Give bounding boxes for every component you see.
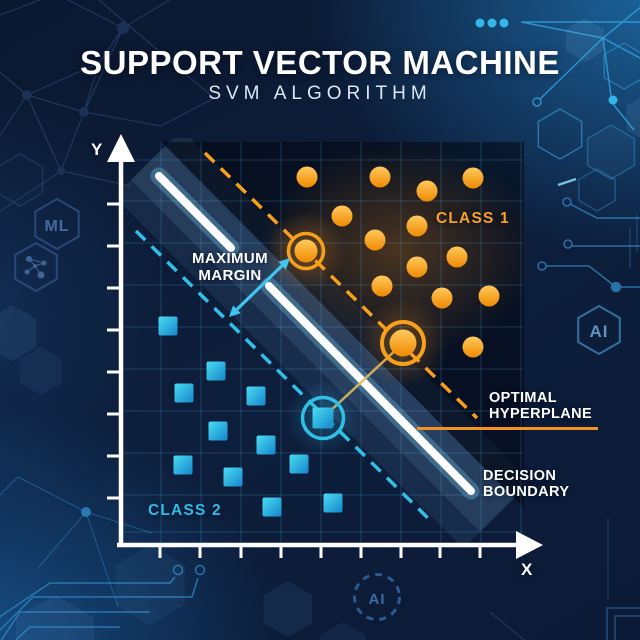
molecule-icon [24,256,47,279]
class2-point [173,455,193,475]
class2-point [256,435,276,455]
class2-point [289,454,309,474]
page-title: SUPPORT VECTOR MACHINE [80,44,560,81]
class2-point [158,316,178,336]
support-vector-class1 [294,239,318,263]
class1-point [364,229,386,251]
optimal-hyperplane-line1: OPTIMAL [489,390,558,406]
class1-point [462,167,484,189]
class2-point [246,386,266,406]
decision-boundary-label: DECISION BOUNDARY [483,468,569,500]
class1-point [462,336,484,358]
circuit-trace-right [537,197,640,293]
support-vector-ring [380,320,426,366]
margin-arrow-line [235,264,284,311]
class1-point [296,166,318,188]
maximum-margin-line1: MAXIMUM [191,250,269,267]
class2-point [223,467,243,487]
ai-circle-text: AI [369,591,386,608]
class1-point [478,285,500,307]
class1-point [431,287,453,309]
decision-boundary-line [155,172,235,252]
y-axis-label: Y [91,140,103,159]
class2-point [323,493,343,513]
hyperplane-pointer-line [417,427,598,430]
ai-badge: AI [577,304,621,356]
ai-circle-badge: AI [263,573,401,640]
axes [107,134,543,559]
class1-point [416,180,438,202]
class1-point [369,166,391,188]
circuit-trace-top-right [520,6,640,131]
x-axis-label: X [521,560,533,579]
page-subtitle: SVM ALGORITHM [208,83,432,104]
ml-badge-text: ML [44,218,69,235]
honeycomb-icon [537,18,640,212]
support-vector-ring [286,231,326,271]
decision-boundary-line1: DECISION [483,468,557,484]
ai-badge-text: AI [590,322,609,341]
class2-label: CLASS 2 [148,502,222,519]
class1-label: CLASS 1 [436,210,510,227]
class2-point [174,383,194,403]
support-vector-ring [300,395,346,441]
decision-boundary-line [265,282,475,495]
class1-point [446,246,468,268]
hexagon-silhouettes-bottom [16,545,185,640]
hexagon-silhouettes-left [0,305,62,395]
optimal-hyperplane-line2: HYPERPLANE [489,406,593,423]
network-nodes [22,22,129,175]
y-axis-arrowhead [107,134,135,162]
support-vector-class2 [312,407,334,429]
class2-margin-line [134,229,435,525]
margin-arrowhead [278,258,290,270]
class1-point [406,215,428,237]
class1-point [406,256,428,278]
mesh-node [81,507,91,517]
x-axis-arrowhead [516,531,543,559]
ml-badge: ML [0,153,80,293]
optimal-hyperplane-label: OPTIMAL HYPERPLANE [489,390,592,422]
maximum-margin-label: MAXIMUM MARGIN [148,250,312,285]
class2-point [262,497,282,517]
maximum-margin-line2: MARGIN [198,266,262,284]
class2-point [206,361,226,381]
margin-arrowhead [229,305,241,317]
class1-point [371,275,393,297]
support-vector-class1 [389,329,417,357]
class1-point [331,205,353,227]
decision-boundary-line2: BOUNDARY [483,484,570,501]
circuit-dots-top-right [475,18,618,105]
class2-point [208,421,228,441]
